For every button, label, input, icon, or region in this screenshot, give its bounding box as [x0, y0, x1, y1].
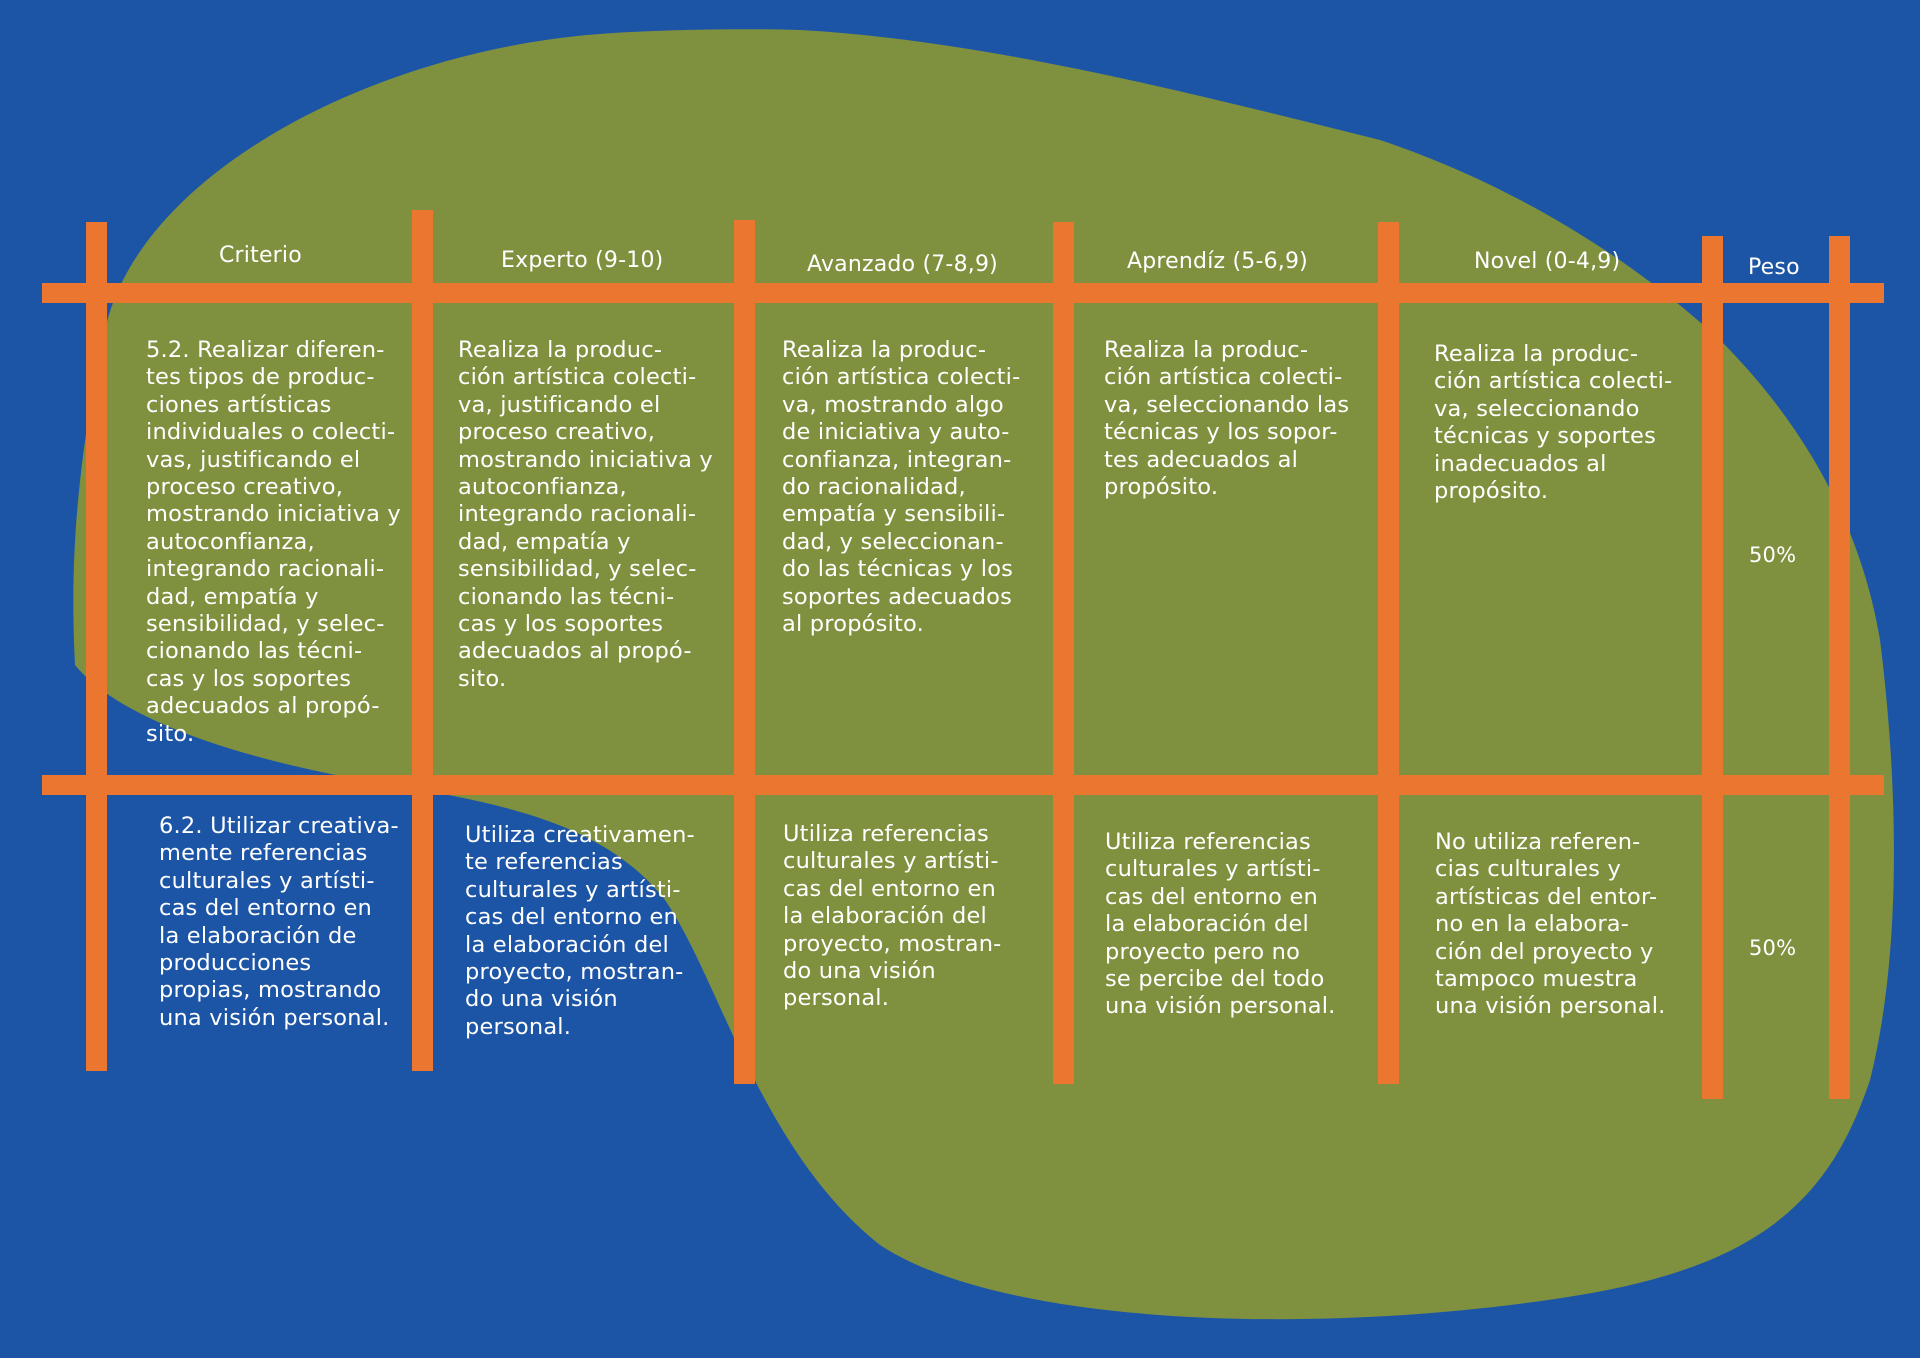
header-experto: Experto (9-10) — [501, 248, 664, 273]
row2-experto-cell: Utiliza creativamen- te referencias cult… — [465, 822, 695, 1040]
header-aprendiz: Aprendíz (5-6,9) — [1127, 249, 1308, 274]
grid-line-col-3 — [734, 220, 755, 1084]
header-novel: Novel (0-4,9) — [1474, 249, 1621, 274]
grid-line-col-2 — [412, 210, 433, 1071]
row2-peso-value: 50% — [1749, 936, 1797, 960]
row1-avanzado-cell: Realiza la produc- ción artística colect… — [782, 337, 1021, 638]
row1-criterio-cell: 5.2. Realizar diferen- tes tipos de prod… — [146, 337, 401, 747]
row2-avanzado-cell: Utiliza referencias culturales y artísti… — [783, 821, 1002, 1012]
row1-novel-cell: Realiza la produc- ción artística colect… — [1434, 341, 1673, 505]
row2-criterio-cell: 6.2. Utilizar creativa- mente referencia… — [159, 813, 399, 1031]
row2-aprendiz-cell: Utiliza referencias culturales y artísti… — [1105, 829, 1336, 1020]
header-avanzado: Avanzado (7-8,9) — [807, 252, 998, 277]
grid-line-col-5 — [1378, 222, 1399, 1084]
row1-peso-value: 50% — [1749, 543, 1797, 567]
row1-aprendiz-cell: Realiza la produc- ción artística colect… — [1104, 337, 1350, 501]
header-peso: Peso — [1748, 255, 1800, 280]
grid-line-col-6 — [1702, 236, 1723, 1099]
grid-line-col-7 — [1829, 236, 1850, 1099]
grid-line-row-divider — [42, 775, 1884, 795]
grid-line-col-1 — [86, 222, 107, 1071]
header-criterio: Criterio — [219, 243, 302, 268]
grid-line-col-4 — [1053, 222, 1074, 1084]
row1-experto-cell: Realiza la produc- ción artística colect… — [458, 337, 713, 692]
grid-line-header — [42, 283, 1884, 303]
row2-novel-cell: No utiliza referen- cias culturales y ar… — [1435, 829, 1666, 1020]
